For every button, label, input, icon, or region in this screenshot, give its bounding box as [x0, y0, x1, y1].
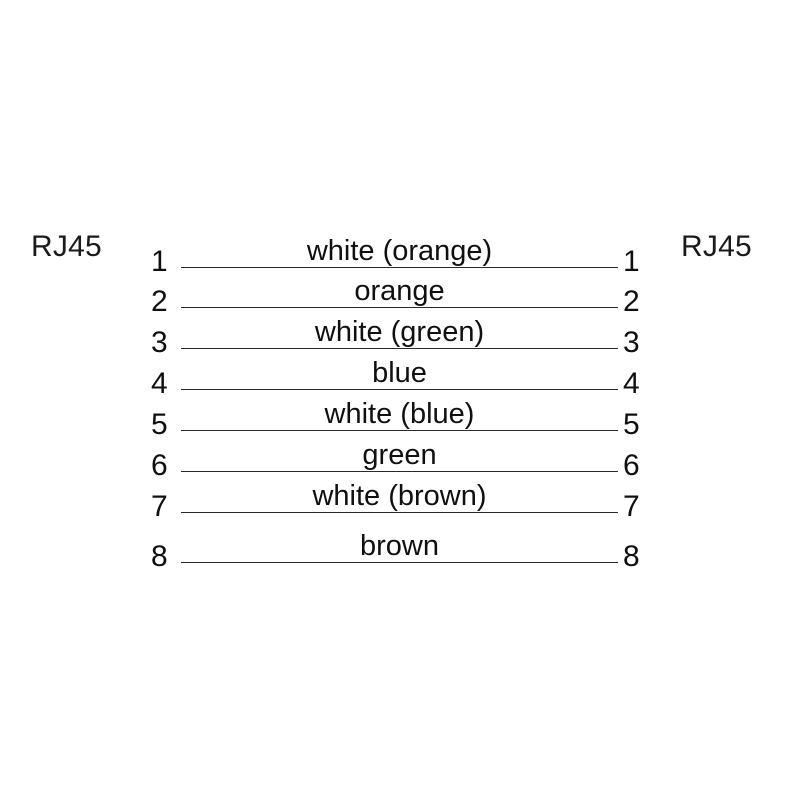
wire-label: orange: [354, 275, 445, 307]
right-pin-number: 3: [623, 326, 640, 359]
left-pin-number: 8: [151, 540, 168, 573]
wire-line: [181, 348, 618, 349]
right-pin-number: 1: [623, 245, 640, 278]
left-pin-number: 1: [151, 245, 168, 278]
wire-line: [181, 562, 618, 563]
wire-line: [181, 389, 618, 390]
left-pin-number: 3: [151, 326, 168, 359]
wire-label: white (green): [314, 316, 485, 348]
wire-line: [181, 471, 618, 472]
wire-label: white (blue): [324, 398, 475, 430]
left-pin-number: 5: [151, 408, 168, 441]
wire-line: [181, 430, 618, 431]
left-connector-label: RJ45: [31, 230, 102, 263]
wire-label: blue: [372, 357, 427, 389]
right-pin-number: 2: [623, 285, 640, 318]
wire-label: white (brown): [312, 480, 487, 512]
wire-line: [181, 512, 618, 513]
right-pin-number: 8: [623, 540, 640, 573]
right-pin-number: 5: [623, 408, 640, 441]
left-pin-number: 4: [151, 367, 168, 400]
right-pin-number: 7: [623, 490, 640, 523]
wire-line: [181, 307, 618, 308]
wire-label: brown: [360, 530, 439, 562]
left-pin-number: 7: [151, 490, 168, 523]
right-connector-label: RJ45: [681, 230, 752, 263]
left-pin-number: 6: [151, 449, 168, 482]
wire-label: white (orange): [306, 235, 493, 267]
right-pin-number: 4: [623, 367, 640, 400]
left-pin-number: 2: [151, 285, 168, 318]
right-pin-number: 6: [623, 449, 640, 482]
wire-label: green: [362, 439, 437, 471]
wire-line: [181, 267, 618, 268]
